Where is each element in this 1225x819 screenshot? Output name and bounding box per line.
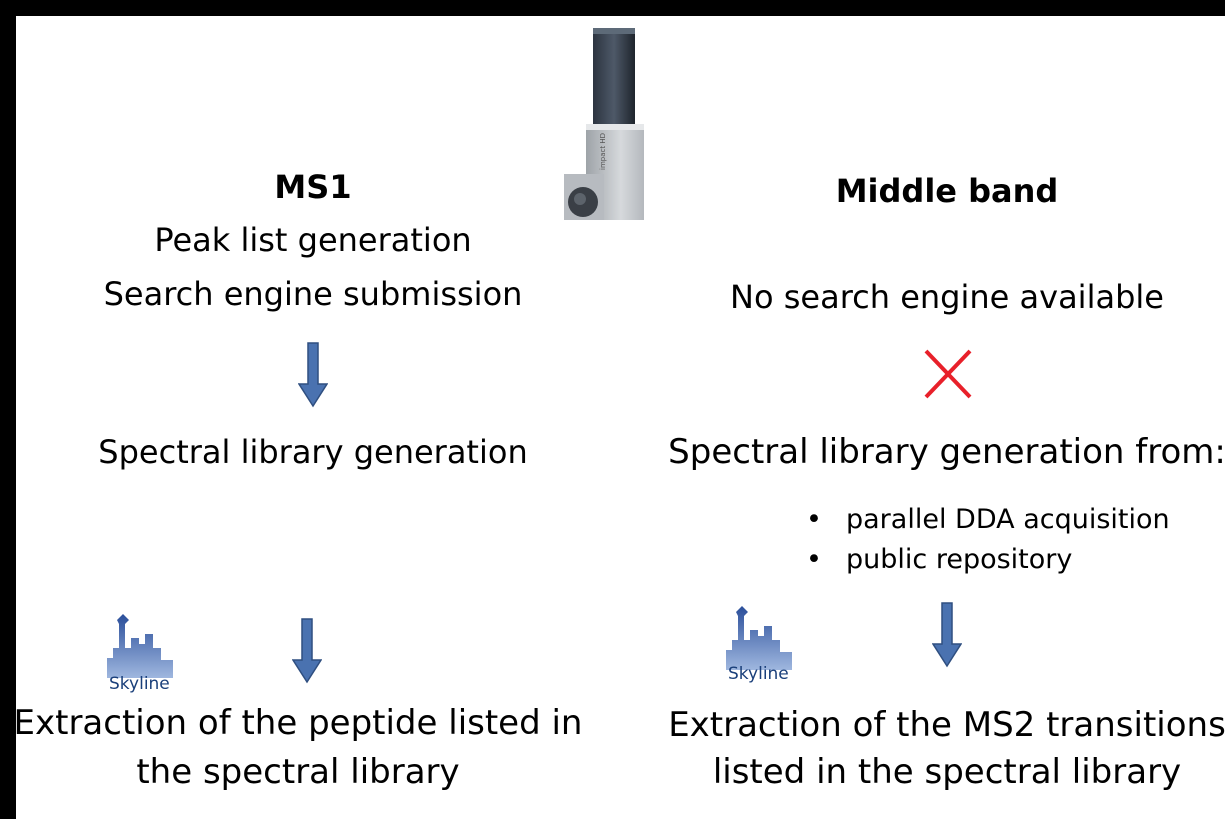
no-search-engine-text: No search engine available <box>730 278 1164 316</box>
extraction-ms2-line2: listed in the spectral library <box>712 752 1182 792</box>
bullet-item: •public repository <box>806 544 1073 575</box>
down-arrow-2 <box>292 618 322 684</box>
mass-spectrometer-image <box>564 28 644 220</box>
search-engine-submission-text: Search engine submission <box>103 275 523 313</box>
bullet-text-parallel-dda: parallel DDA acquisition <box>846 504 1170 535</box>
extraction-peptide-line1: Extraction of the peptide listed in <box>16 703 583 743</box>
bullet-text-public-repository: public repository <box>846 544 1073 575</box>
ms1-heading: MS1 <box>274 168 352 206</box>
skyline-logo-icon <box>726 606 792 670</box>
skyline-logo-icon <box>107 614 173 678</box>
extraction-ms2-line1: Extraction of the MS2 transitions <box>668 705 1225 745</box>
source-bullet-list: •parallel DDA acquisition •public reposi… <box>806 500 1170 580</box>
red-cross-icon <box>924 349 972 399</box>
bullet-item: •parallel DDA acquisition <box>806 504 1170 535</box>
middle-band-heading: Middle band <box>835 172 1059 210</box>
slide-canvas: impact HD MS1 Peak list generation Searc… <box>16 16 1225 819</box>
down-arrow-1 <box>298 342 328 408</box>
spectral-library-text: Spectral library generation <box>98 433 528 471</box>
extraction-peptide-line2: the spectral library <box>136 752 460 792</box>
skyline-label: Skyline <box>728 664 789 684</box>
instrument-label: impact HD <box>599 133 607 170</box>
spectral-library-from-text: Spectral library generation from: <box>668 432 1225 472</box>
down-arrow-3 <box>932 602 962 668</box>
peak-list-text: Peak list generation <box>154 221 472 259</box>
skyline-label: Skyline <box>109 674 170 694</box>
